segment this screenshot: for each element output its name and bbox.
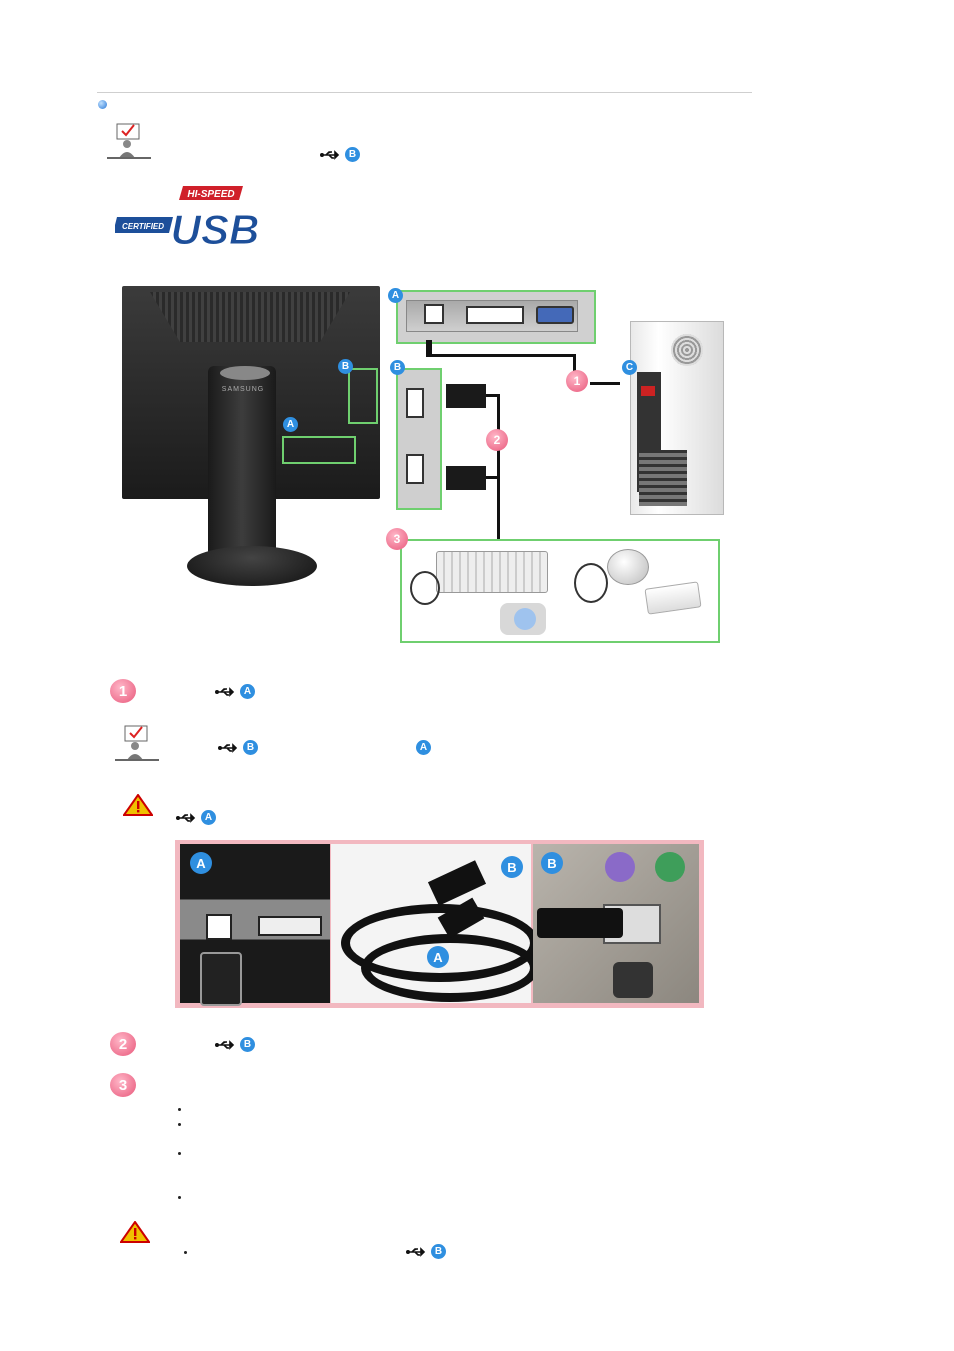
cable-a-stub bbox=[426, 340, 432, 356]
pc-expansion-slots bbox=[639, 450, 687, 506]
badge-b: B bbox=[240, 1037, 255, 1052]
top-divider bbox=[97, 92, 752, 93]
monitor-port-b-box bbox=[348, 368, 378, 424]
keyboard bbox=[436, 551, 548, 593]
monitor-label-b: B bbox=[338, 359, 353, 374]
warning-icon bbox=[123, 794, 153, 816]
cable-a-horizontal bbox=[426, 354, 576, 357]
list-bullet bbox=[178, 1108, 181, 1111]
info-dot-icon bbox=[98, 100, 107, 109]
vga-port bbox=[536, 306, 574, 324]
warning-icon bbox=[120, 1221, 150, 1243]
port-a-panel bbox=[396, 290, 596, 344]
usb-plug-lower bbox=[446, 466, 486, 490]
usb-logo-left-text: CERTIFIED bbox=[122, 222, 164, 231]
panel-label-b: B bbox=[390, 360, 405, 375]
usb-logo-top-text: HI-SPEED bbox=[187, 189, 234, 200]
ps2-port-purple bbox=[605, 852, 635, 882]
photo-usb-b-port bbox=[206, 914, 232, 940]
photo-dvi-port bbox=[258, 916, 322, 936]
usb-icon bbox=[215, 686, 235, 697]
pc-usb-port-highlight bbox=[641, 386, 655, 396]
step-2-badge: 2 bbox=[110, 1032, 136, 1056]
photo-label-b: B bbox=[501, 856, 523, 878]
note-icon bbox=[115, 725, 159, 761]
connection-diagram: SAMSUNG A B A B 1 2 C bbox=[120, 284, 730, 644]
serial-port bbox=[613, 962, 653, 998]
usb-icon bbox=[320, 149, 340, 160]
cable-b-upper bbox=[486, 394, 498, 397]
dvi-port bbox=[466, 306, 524, 324]
step-1-marker: 1 bbox=[566, 370, 588, 392]
monitor-base bbox=[187, 546, 317, 586]
monitor-label-a: A bbox=[283, 417, 298, 432]
list-bullet bbox=[178, 1123, 181, 1126]
usb-certified-logo: HI-SPEED CERTIFIED USB bbox=[115, 186, 260, 252]
cable-b-vertical bbox=[497, 394, 500, 539]
monitor-stand bbox=[208, 366, 276, 566]
ps2-port-green bbox=[655, 852, 685, 882]
photo-label-b2: B bbox=[541, 852, 563, 874]
cable-coil-inner bbox=[361, 934, 539, 1002]
usb-icon bbox=[218, 742, 238, 753]
cable-to-pc bbox=[590, 382, 620, 385]
step-1-badge: 1 bbox=[110, 679, 136, 703]
usb-a-port-upper bbox=[406, 388, 424, 418]
badge-b: B bbox=[431, 1244, 446, 1259]
badge-b: B bbox=[243, 740, 258, 755]
photo-pc-ports: B bbox=[533, 844, 699, 1003]
usb-icon bbox=[406, 1246, 426, 1257]
list-bullet bbox=[178, 1152, 181, 1155]
badge-a: A bbox=[240, 684, 255, 699]
pc-tower bbox=[630, 321, 724, 515]
port-b-panel bbox=[396, 368, 442, 510]
usb-icon bbox=[176, 812, 196, 823]
stand-top-ring bbox=[220, 366, 270, 380]
mouse-cable bbox=[574, 563, 608, 603]
monitor-vents bbox=[150, 292, 350, 342]
monitor-port-a-box bbox=[282, 436, 356, 464]
badge-a: A bbox=[416, 740, 431, 755]
photo-usb-b-plug bbox=[200, 952, 242, 1006]
photo-label-a: A bbox=[190, 852, 212, 874]
pc-fan bbox=[671, 334, 703, 366]
photo-usb-a-plug bbox=[537, 908, 623, 938]
usb-a-plug bbox=[427, 860, 487, 906]
monitor-brand: SAMSUNG bbox=[221, 386, 265, 393]
usb-logo-main-text: USB bbox=[171, 206, 260, 252]
list-bullet bbox=[178, 1196, 181, 1199]
step-3-marker: 3 bbox=[386, 528, 408, 550]
usb-printer-lens bbox=[514, 608, 536, 630]
panel-label-a: A bbox=[388, 288, 403, 303]
usb-b-port bbox=[424, 304, 444, 324]
pc-label-c: C bbox=[622, 360, 637, 375]
usb-a-port-lower bbox=[406, 454, 424, 484]
usb-icon bbox=[215, 1039, 235, 1050]
note-icon bbox=[107, 123, 151, 159]
usb-plug-upper bbox=[446, 384, 486, 408]
badge-b: B bbox=[345, 147, 360, 162]
list-bullet bbox=[184, 1251, 187, 1254]
cable-b-lower bbox=[486, 476, 498, 479]
photo-port-a: A bbox=[180, 844, 330, 1006]
badge-a: A bbox=[201, 810, 216, 825]
keyboard-cable bbox=[410, 571, 440, 605]
mouse bbox=[607, 549, 649, 585]
photo-label-a2: A bbox=[427, 946, 449, 968]
step-2-marker: 2 bbox=[486, 429, 508, 451]
external-drive bbox=[644, 581, 702, 615]
photo-usb-cable: B A bbox=[331, 844, 539, 1003]
cable-photo-strip: A B A B bbox=[175, 840, 704, 1008]
step-3-badge: 3 bbox=[110, 1073, 136, 1097]
peripherals-box bbox=[400, 539, 720, 643]
